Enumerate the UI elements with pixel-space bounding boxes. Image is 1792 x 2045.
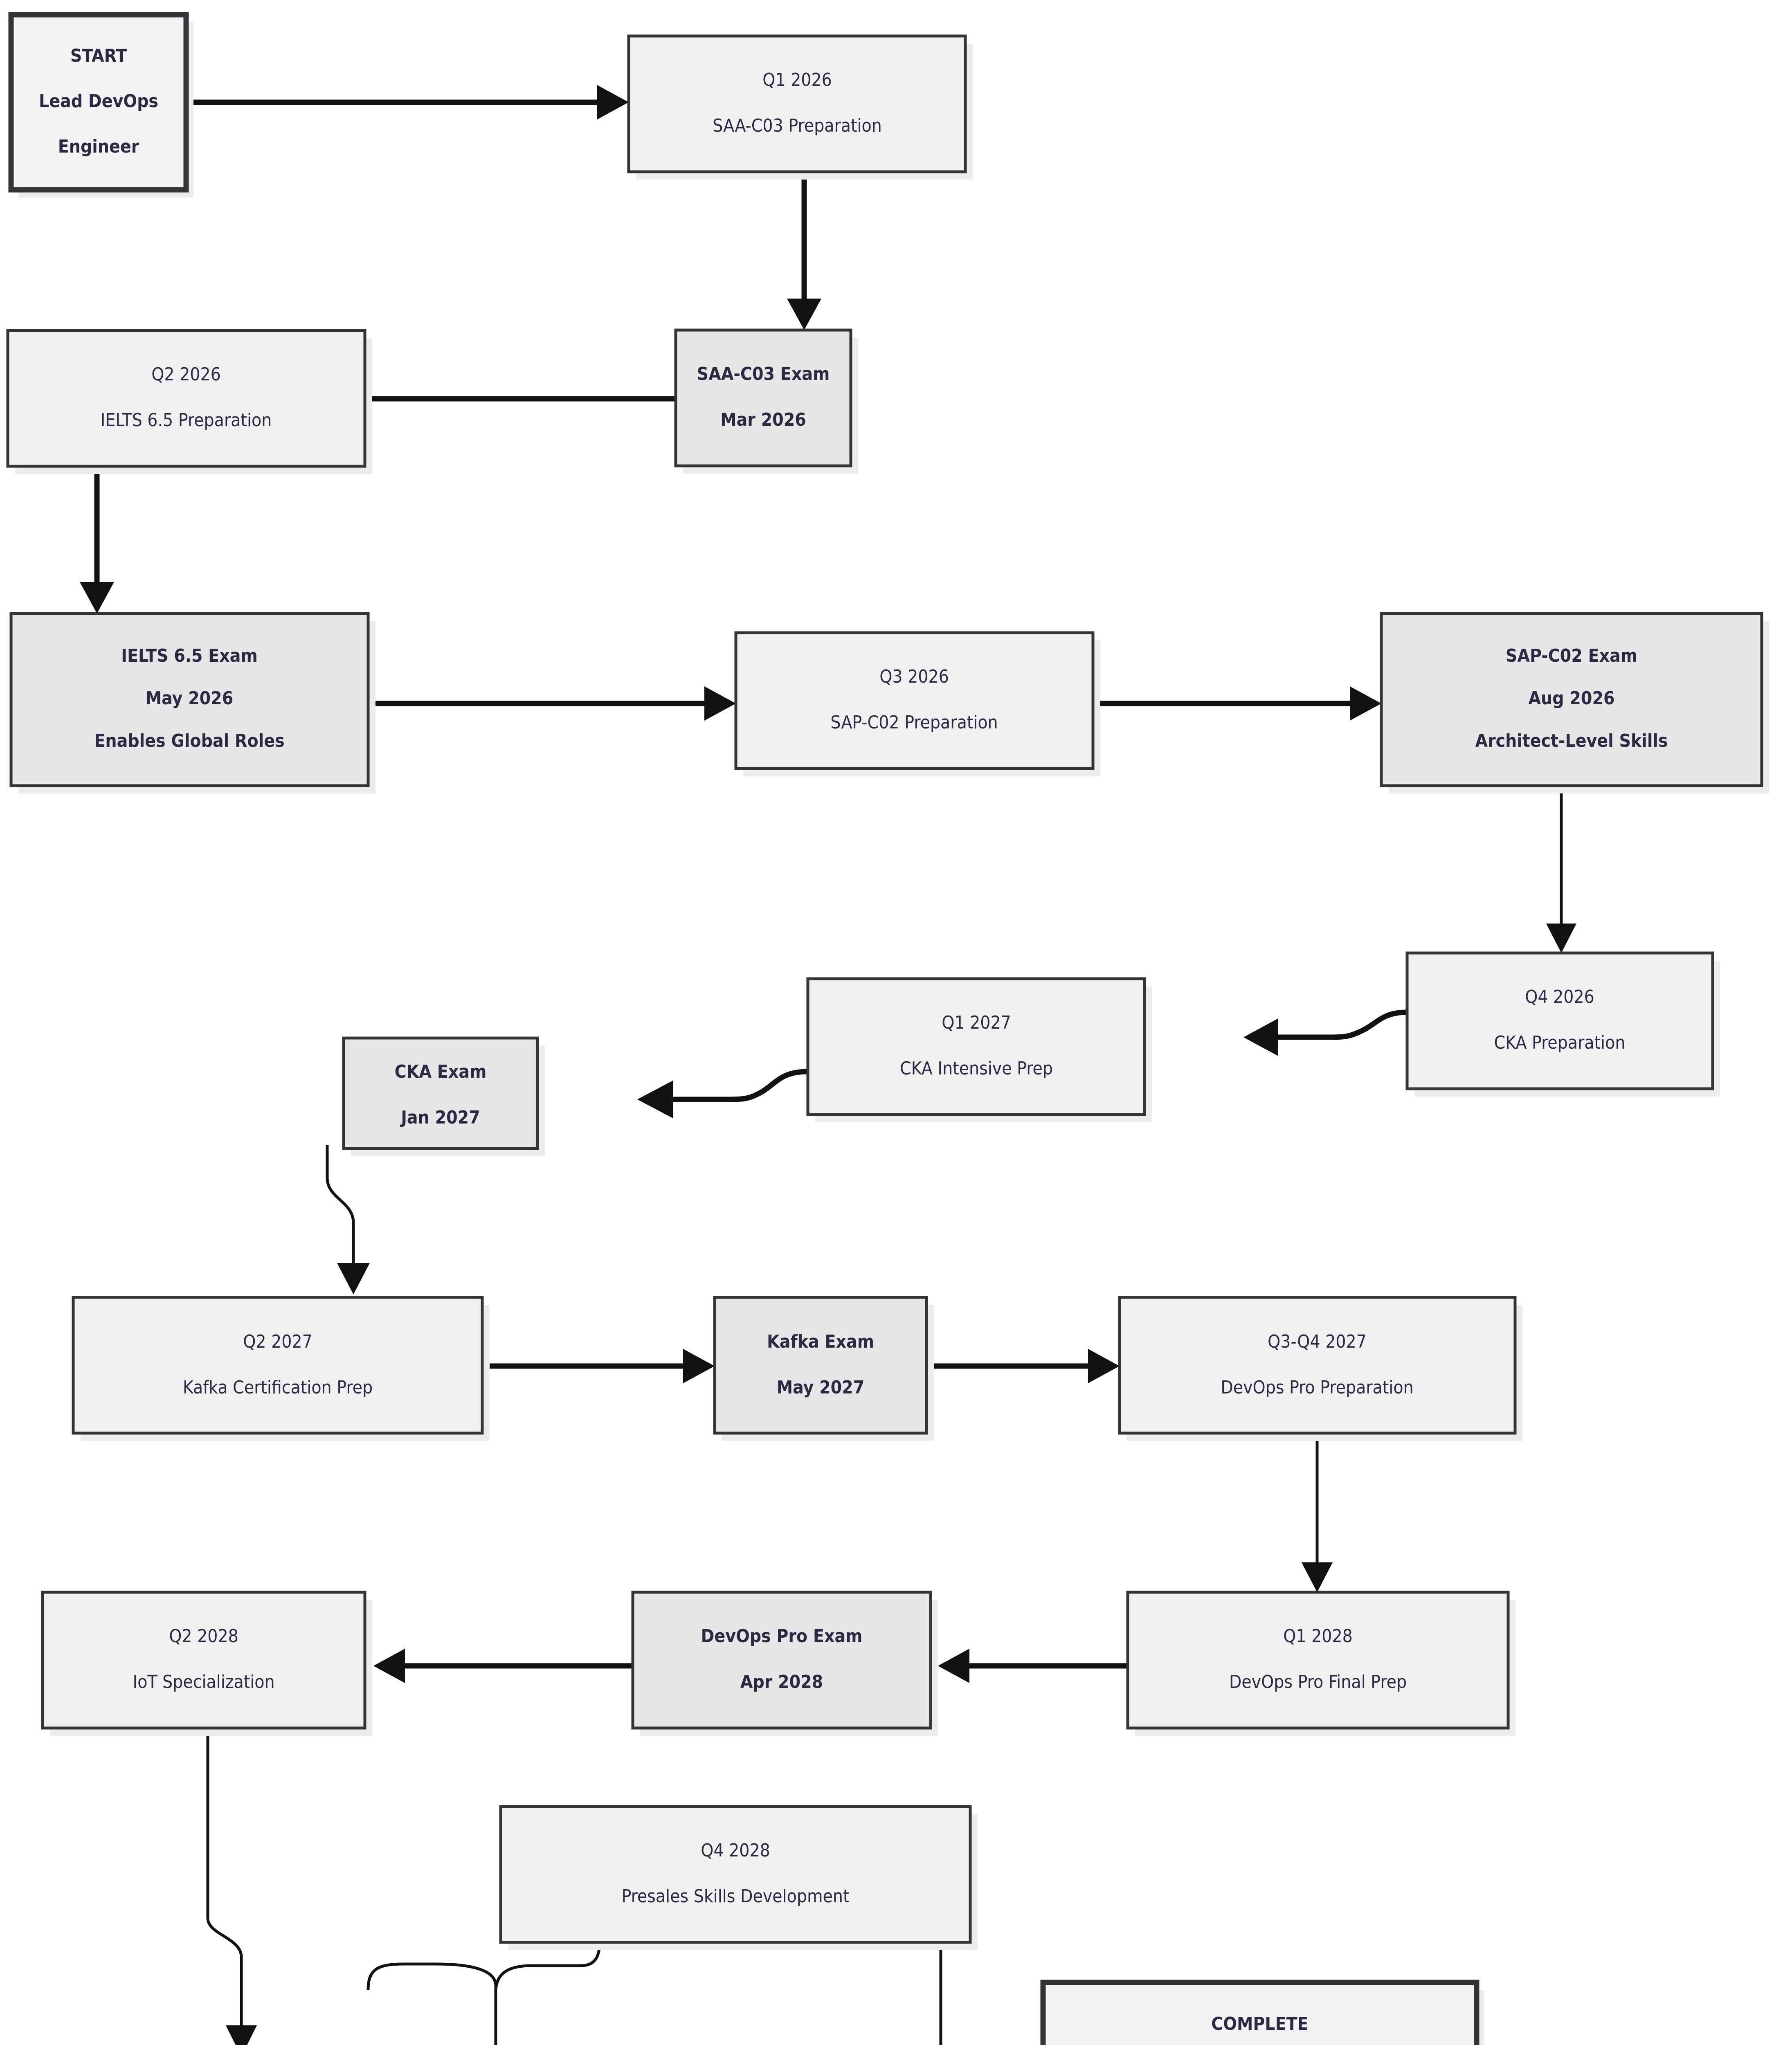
node-q3-2026-line-1: SAP-C02 Preparation	[830, 712, 998, 733]
node-q1-2028[interactable]: Q1 2028 DevOps Pro Final Prep	[1126, 1591, 1515, 1736]
node-q1-2027-line-1: CKA Intensive Prep	[900, 1058, 1053, 1079]
node-saa-c03-exam-line-1: Mar 2026	[720, 409, 806, 430]
node-q4-2026[interactable]: Q4 2026 CKA Preparation	[1405, 951, 1720, 1097]
node-ielts-exam-line-2: Enables Global Roles	[94, 730, 284, 751]
node-q1-2027-line-0: Q1 2027	[942, 1012, 1011, 1033]
node-q1-2026-line-0: Q1 2026	[762, 70, 832, 90]
node-kafka-exam-line-1: May 2027	[777, 1377, 865, 1398]
node-q4-2028[interactable]: Q4 2028 Presales Skills Development	[499, 1805, 978, 1950]
node-kafka-exam[interactable]: Kafka Exam May 2027	[713, 1296, 934, 1441]
node-q4-2028-line-1: Presales Skills Development	[622, 1886, 850, 1907]
node-q1-2026-line-1: SAA-C03 Preparation	[713, 115, 882, 136]
node-q3-q4-2027-line-0: Q3-Q4 2027	[1268, 1331, 1367, 1352]
node-q2-2027[interactable]: Q2 2027 Kafka Certification Prep	[72, 1296, 490, 1441]
node-q1-2026[interactable]: Q1 2026 SAA-C03 Preparation	[627, 34, 973, 180]
node-q3-2026-line-0: Q3 2026	[879, 666, 949, 687]
node-sap-c02-exam-line-0: SAP-C02 Exam	[1506, 645, 1637, 666]
node-q2-2028-line-1: IoT Specialization	[133, 1672, 274, 1692]
node-q3-2026[interactable]: Q3 2026 SAP-C02 Preparation	[734, 631, 1100, 776]
node-q2-2027-line-0: Q2 2027	[243, 1331, 313, 1352]
node-q2-2028-line-0: Q2 2028	[169, 1626, 238, 1647]
node-complete[interactable]: COMPLETE Dec 2028 5 Certifications Princ…	[1040, 1980, 1484, 2045]
node-q2-2026-line-1: IELTS 6.5 Preparation	[101, 410, 272, 431]
node-ielts-exam-line-1: May 2026	[146, 688, 234, 709]
edge-start-to-q1-2026	[186, 85, 629, 119]
edge-q1-2028-to-devops-pro-exam	[938, 1649, 1128, 1683]
node-q2-2027-line-1: Kafka Certification Prep	[183, 1377, 373, 1398]
edge-q2-2027-to-kafka-exam	[482, 1349, 715, 1383]
node-q4-2026-line-1: CKA Preparation	[1494, 1032, 1626, 1053]
node-q2-2026[interactable]: Q2 2026 IELTS 6.5 Preparation	[6, 329, 372, 474]
node-sap-c02-exam[interactable]: SAP-C02 Exam Aug 2026 Architect-Level Sk…	[1380, 612, 1769, 793]
node-kafka-exam-line-0: Kafka Exam	[767, 1331, 874, 1352]
node-sap-c02-exam-line-1: Aug 2026	[1528, 688, 1614, 709]
node-ielts-exam-line-0: IELTS 6.5 Exam	[121, 645, 257, 666]
node-start-line-1: Lead DevOps	[39, 91, 158, 112]
node-devops-pro-exam-line-1: Apr 2028	[740, 1672, 823, 1692]
node-q2-2028[interactable]: Q2 2028 IoT Specialization	[41, 1591, 372, 1736]
edge-q4-2026-to-q1-2027	[1243, 1009, 1408, 1056]
edge-q3-2026-to-sap-c02-exam	[1093, 686, 1381, 721]
node-saa-c03-exam-line-0: SAA-C03 Exam	[697, 364, 830, 384]
node-sap-c02-exam-line-2: Architect-Level Skills	[1475, 730, 1668, 751]
edge-q2-2028-to-q3-2028	[206, 1736, 257, 2045]
node-cka-exam[interactable]: CKA Exam Jan 2027	[342, 1036, 545, 1156]
node-q4-2026-line-0: Q4 2026	[1525, 987, 1594, 1007]
edge-cka-exam-to-q2-2027	[326, 1145, 370, 1294]
node-q3-q4-2027[interactable]: Q3-Q4 2027 DevOps Pro Preparation	[1118, 1296, 1522, 1441]
node-cka-exam-line-0: CKA Exam	[395, 1061, 487, 1082]
node-ielts-exam[interactable]: IELTS 6.5 Exam May 2026 Enables Global R…	[9, 612, 375, 793]
node-q1-2028-line-1: DevOps Pro Final Prep	[1229, 1672, 1407, 1692]
node-q3-q4-2027-line-1: DevOps Pro Preparation	[1221, 1377, 1413, 1398]
edge-kafka-exam-to-q3-q4-2027	[933, 1349, 1120, 1383]
edge-q1-2026-to-saa-c03-exam	[787, 172, 821, 330]
edge-q3-q4-2027-to-q1-2028	[1302, 1434, 1333, 1592]
node-layer: START Lead DevOps Engineer Q1 2026 SAA-C…	[6, 12, 1769, 2045]
node-start[interactable]: START Lead DevOps Engineer	[8, 12, 193, 198]
edge-sap-c02-exam-to-q4-2026	[1546, 789, 1576, 953]
node-devops-pro-exam[interactable]: DevOps Pro Exam Apr 2028	[631, 1591, 938, 1736]
edge-devops-pro-exam-to-q2-2028	[373, 1649, 633, 1683]
edge-q2-2026-to-ielts-exam	[80, 466, 114, 614]
node-start-line-0: START	[70, 45, 127, 66]
node-q4-2028-line-0: Q4 2028	[701, 1840, 770, 1861]
node-cka-exam-line-1: Jan 2027	[400, 1107, 480, 1128]
node-q2-2026-line-0: Q2 2026	[151, 364, 221, 385]
node-devops-pro-exam-line-0: DevOps Pro Exam	[701, 1626, 863, 1647]
node-q1-2027[interactable]: Q1 2027 CKA Intensive Prep	[806, 977, 1152, 1122]
node-q1-2028-line-0: Q1 2028	[1283, 1626, 1353, 1647]
node-complete-line-0: COMPLETE	[1211, 2014, 1308, 2034]
node-start-line-2: Engineer	[58, 136, 139, 157]
node-saa-c03-exam[interactable]: SAA-C03 Exam Mar 2026	[674, 328, 858, 474]
edge-q1-2027-to-cka-exam	[637, 1069, 808, 1118]
